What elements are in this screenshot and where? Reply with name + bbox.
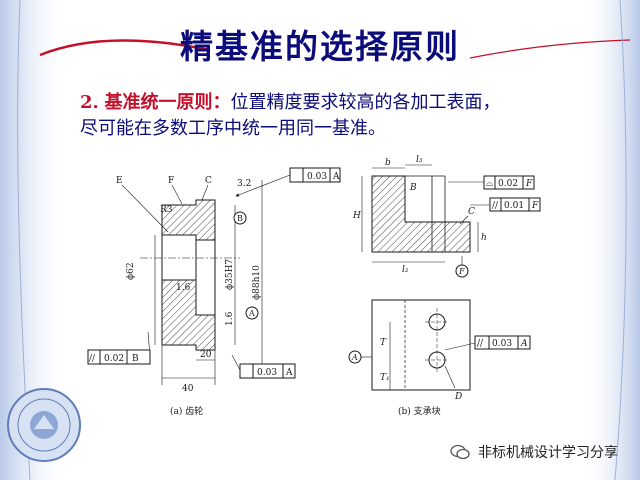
tol-b1-symbol: ⌓ [486, 179, 493, 189]
tol-b2-symbol: // [492, 201, 499, 211]
slide-title: 精基准的选择原则 [180, 27, 460, 66]
label-l3: l₃ [416, 155, 423, 165]
label-a-datum: A [248, 309, 255, 318]
block-front-view [371, 175, 471, 253]
tol-b3-datum: A [520, 339, 528, 349]
principle-number: 2. [80, 92, 99, 113]
leader-d [444, 365, 456, 389]
tol-top-value: 0.03 [307, 172, 327, 182]
leader-tol-3 [444, 342, 476, 351]
principle-paragraph: 2. 基准统一原则：位置精度要求较高的各加工表面， 尽可能在多数工序中统一用同一… [80, 90, 620, 142]
footer-watermark: 非标机械设计学习分享 [450, 440, 618, 464]
label-block-b: B [409, 183, 417, 193]
tol-frame-bottom [239, 363, 296, 379]
tol-bottom-datum: A [285, 368, 293, 378]
label-c: C [205, 176, 212, 186]
university-seal-logo [7, 388, 81, 462]
label-f: F [168, 176, 174, 186]
label-block-c: C [468, 207, 475, 217]
footer-text: 非标机械设计学习分享 [478, 445, 618, 461]
tol-b3-symbol: // [477, 339, 484, 349]
label-datum-f: F [458, 267, 465, 276]
label-roughness-1: 1.6 [176, 283, 191, 293]
datum-a-circle-gear [245, 306, 259, 320]
label-d88: ϕ88h10 [252, 265, 262, 300]
label-block-h-small: h [481, 233, 487, 243]
tol-left-symbol: // [89, 354, 96, 364]
label-d35: ϕ35H7 [225, 259, 235, 290]
decor-swoosh-right [469, 39, 631, 59]
wechat-icon [450, 444, 470, 460]
principle-text-line2: 尽可能在多数工序中统一用同一基准。 [80, 118, 386, 139]
label-b-datum: B [237, 214, 243, 223]
label-r32: 3.2 [237, 179, 251, 189]
tol-left-value: 0.02 [104, 354, 124, 364]
label-datum-a-block: A [351, 353, 358, 362]
leader-tol-bottom [231, 354, 241, 371]
label-l2: l₂ [402, 265, 409, 275]
label-d62: ϕ62 [126, 262, 136, 280]
tol-frame-left [87, 349, 151, 365]
leader-c-block [459, 215, 469, 225]
decor-swoosh [39, 39, 211, 57]
decor-line-right [614, 0, 627, 480]
label-r3: R3 [160, 205, 173, 215]
tol-frame-b2 [489, 197, 541, 212]
leader-e [121, 184, 169, 233]
tol-bottom-value: 0.03 [257, 368, 277, 378]
label-b-dim: b [385, 158, 391, 168]
label-e: E [116, 176, 123, 186]
support-block-drawing [348, 164, 541, 391]
gear-drawing [87, 167, 341, 385]
label-dim-40: 40 [182, 384, 194, 394]
tol-b2-value: 0.01 [504, 201, 524, 211]
leader-tol-top [235, 174, 291, 197]
tol-b1-value: 0.02 [498, 179, 518, 189]
datum-f-circle [455, 264, 469, 278]
caption-b: (b) 支承块 [398, 405, 441, 417]
label-dim-20: 20 [200, 350, 212, 360]
tol-frame-b1 [483, 175, 535, 190]
principle-name: 基准统一原则： [104, 92, 231, 113]
label-t: T [380, 338, 387, 348]
caption-a: (a) 齿轮 [170, 405, 203, 417]
label-roughness-2: 1.6 [225, 311, 235, 326]
tol-b2-datum: F [531, 201, 539, 211]
tol-top-datum: A [332, 172, 340, 182]
leader-f [171, 184, 183, 205]
principle-text-line1: 位置精度要求较高的各加工表面， [230, 92, 501, 113]
datum-a-circle-block [348, 350, 362, 364]
label-block-h-big: H [352, 211, 361, 221]
gear-hub-bore [161, 234, 197, 281]
tol-b1-datum: F [525, 179, 533, 189]
tol-left-datum: B [132, 354, 139, 364]
label-t1: T₁ [380, 373, 390, 383]
tol-b3-value: 0.03 [492, 339, 512, 349]
leader-c [201, 184, 209, 201]
right-shade [580, 0, 640, 480]
label-d: D [454, 392, 462, 402]
datum-b-circle [233, 211, 247, 225]
